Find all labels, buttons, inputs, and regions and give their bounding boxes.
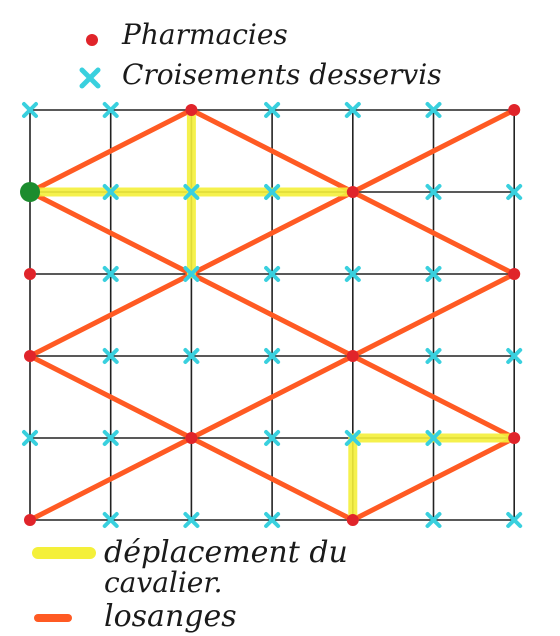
served-intersection-icon: [264, 512, 281, 528]
served-intersection-icon: [183, 348, 200, 364]
served-intersection-icon: [264, 348, 281, 364]
start-node: [20, 182, 40, 202]
served-intersection-icon: [264, 430, 281, 446]
served-intersection-icon: [102, 102, 119, 118]
pharmacy-marker: [508, 104, 521, 116]
legend-diamond-label: losanges: [104, 599, 237, 634]
pharmacy-marker: [508, 432, 521, 444]
diamond-edge: [188, 189, 356, 277]
pharmacy-marker: [508, 268, 521, 280]
served-intersection-icon: [344, 266, 361, 282]
served-intersection-icon: [425, 102, 442, 118]
diamond-edge: [350, 271, 517, 359]
diamond-edge: [350, 189, 517, 277]
cyan-cross-icon: [79, 67, 101, 89]
served-intersection-icon: [344, 102, 361, 118]
served-intersections: [22, 102, 523, 528]
diamond-edge: [350, 435, 517, 523]
served-intersection-icon: [264, 102, 281, 118]
pharmacy-marker: [346, 186, 359, 198]
diamond-edge: [27, 353, 194, 441]
diamond-edge: [27, 271, 194, 359]
legend-pharmacies-label: Pharmacies: [121, 18, 288, 51]
diamond-edge: [188, 271, 356, 359]
served-intersection-icon: [425, 184, 442, 200]
diamond-edge: [188, 435, 356, 523]
served-intersection-icon: [425, 266, 442, 282]
legend-served: Croisements desservis: [79, 58, 442, 91]
pharmacy-marker: [346, 350, 359, 362]
served-intersection-icon: [102, 266, 119, 282]
diamond-paths: [27, 107, 517, 523]
served-intersection-icon: [102, 512, 119, 528]
diamond-edge: [188, 353, 356, 441]
served-intersection-icon: [183, 266, 200, 282]
diamond-edge: [27, 435, 194, 523]
served-intersection-icon: [183, 512, 200, 528]
diamond-edge: [350, 353, 517, 441]
pharmacy-marker: [24, 514, 36, 526]
pharmacy-markers: [24, 104, 521, 526]
served-intersection-icon: [102, 184, 119, 200]
served-intersection-icon: [102, 348, 119, 364]
served-intersection-icon: [22, 102, 38, 118]
pharmacy-marker: [24, 350, 36, 362]
pharmacy-marker: [185, 104, 198, 116]
served-intersection-icon: [506, 512, 523, 528]
legend-diamond: losanges: [34, 599, 237, 634]
pharmacy-marker: [24, 268, 36, 280]
pharmacy-marker: [185, 432, 198, 444]
diamond-edge: [27, 189, 194, 277]
start-marker: [20, 182, 40, 202]
served-intersection-icon: [102, 430, 119, 446]
legend-pharmacies: Pharmacies: [86, 18, 288, 51]
served-intersection-icon: [22, 430, 38, 446]
served-intersection-icon: [264, 266, 281, 282]
served-intersection-icon: [506, 348, 523, 364]
served-intersection-icon: [425, 512, 442, 528]
legend-knight-label-line1: déplacement du: [104, 535, 348, 570]
served-intersection-icon: [183, 184, 200, 200]
served-intersection-icon: [264, 184, 281, 200]
legend-served-label: Croisements desservis: [122, 58, 442, 91]
served-intersection-icon: [344, 430, 361, 446]
served-intersection-icon: [506, 184, 523, 200]
pharmacy-marker: [346, 514, 359, 526]
legend-knight-label-line2: cavalier.: [104, 566, 223, 599]
diamond-edge: [350, 107, 517, 195]
legend-knight: déplacement du cavalier.: [32, 535, 348, 599]
served-intersection-icon: [425, 430, 442, 446]
diamond-edge: [188, 107, 356, 195]
diamond-edge: [27, 107, 194, 195]
red-dot-icon: [86, 34, 98, 46]
served-intersection-icon: [425, 348, 442, 364]
